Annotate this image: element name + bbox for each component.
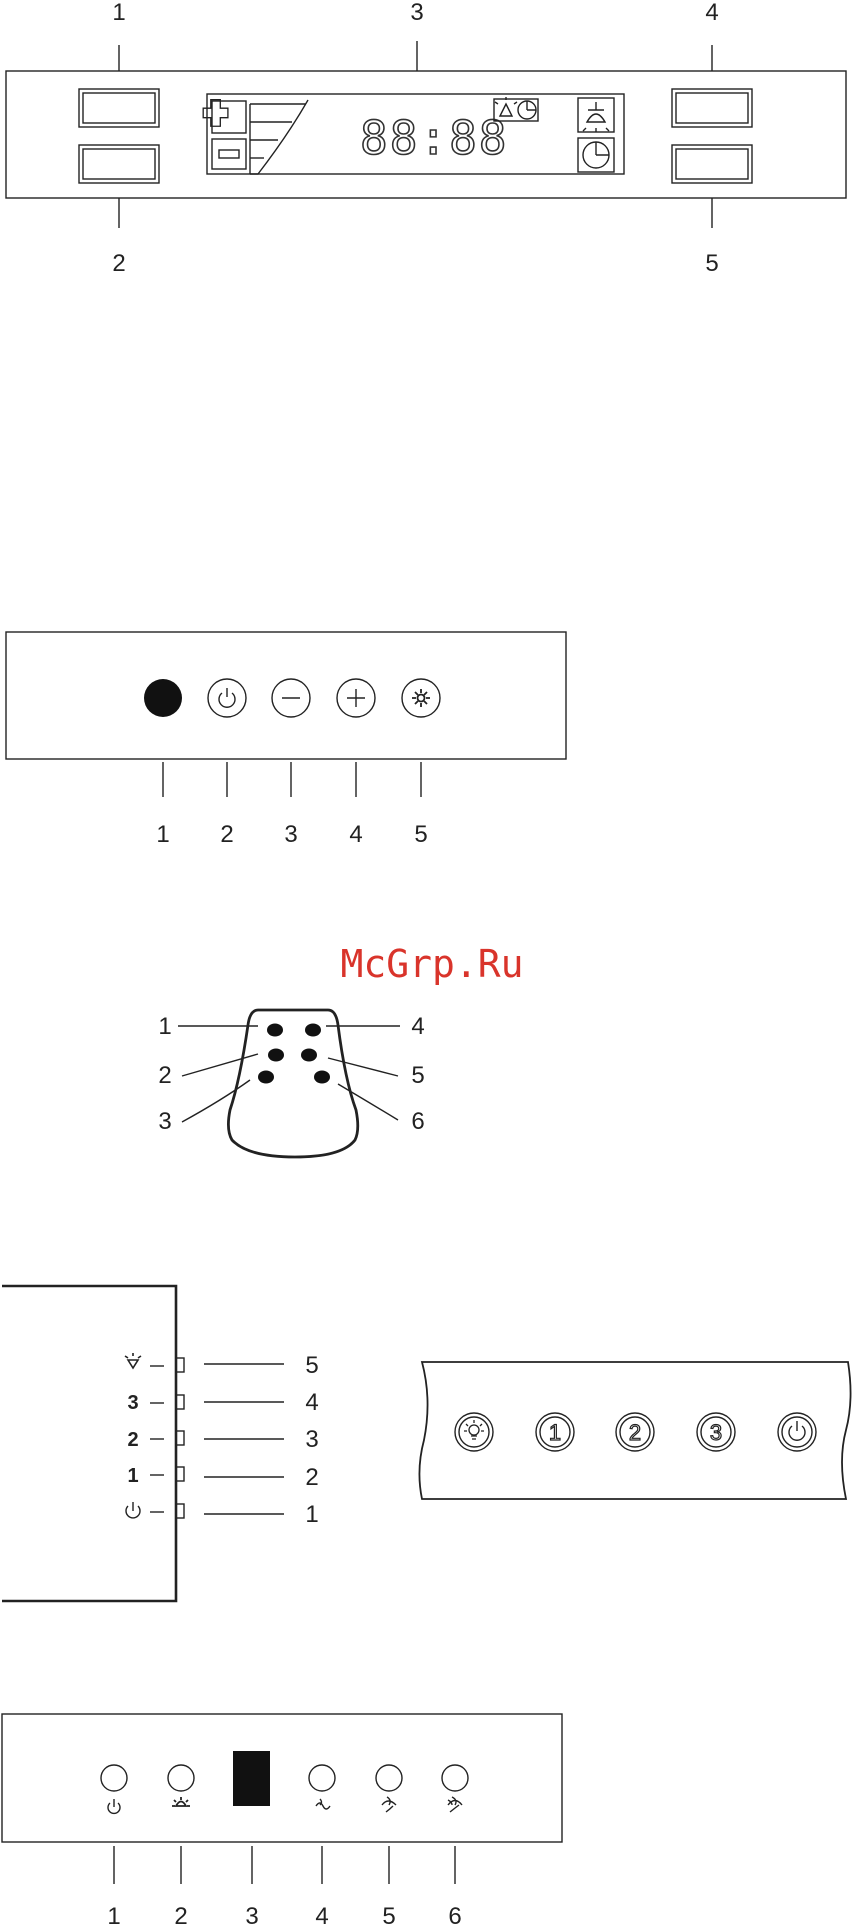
level-bars-icon <box>250 100 308 174</box>
callout-5: 5 <box>305 1352 318 1379</box>
display-window <box>233 1751 270 1806</box>
touch-speed-1-button[interactable]: 1 <box>536 1413 574 1451</box>
panel-round-frame <box>6 632 566 759</box>
callout-4: 4 <box>411 1013 424 1040</box>
remote-button-5[interactable] <box>301 1049 317 1062</box>
plus-icon <box>212 101 246 133</box>
callout-3: 3 <box>245 1903 258 1927</box>
callout-1: 1 <box>107 1903 120 1927</box>
callout-5: 5 <box>411 1062 424 1089</box>
watermark: McGrp.Ru <box>340 942 523 986</box>
callout-2: 2 <box>305 1464 318 1491</box>
panel-bottom-frame <box>2 1714 562 1842</box>
button-1[interactable] <box>79 89 159 127</box>
button-4[interactable] <box>672 89 752 127</box>
bulb-icon <box>464 1420 484 1439</box>
sun-icon <box>412 689 430 707</box>
remote-button-1[interactable] <box>267 1024 283 1037</box>
callout-2: 2 <box>174 1903 187 1927</box>
panel-touch-strip: 1 2 3 <box>419 1362 850 1499</box>
power-button[interactable] <box>101 1765 127 1813</box>
touch-light-button[interactable] <box>455 1413 493 1451</box>
side-label-2: 2 <box>127 1429 138 1451</box>
callout-2: 2 <box>158 1062 171 1089</box>
light-icon <box>125 1353 141 1368</box>
fan-medium-icon <box>382 1797 396 1812</box>
speed-1-label: 1 <box>549 1420 561 1445</box>
callout-5: 5 <box>382 1903 395 1927</box>
callout-1: 1 <box>112 0 125 26</box>
minus-icon <box>212 139 246 169</box>
touch-speed-2-button[interactable]: 2 <box>616 1413 654 1451</box>
panel-round-buttons: 1 2 3 4 5 <box>6 632 566 848</box>
fan-high-icon <box>448 1797 462 1812</box>
fan-speed-3-button[interactable] <box>442 1765 468 1812</box>
power-icon <box>126 1502 140 1518</box>
light-button[interactable] <box>168 1765 194 1806</box>
callout-1: 1 <box>305 1501 318 1528</box>
callout-3: 3 <box>305 1426 318 1453</box>
remote-button-2[interactable] <box>268 1049 284 1062</box>
side-panel-frame <box>2 1286 176 1601</box>
panel-lcd-control: 88:88 1 2 3 4 5 <box>6 0 846 277</box>
button-2[interactable] <box>79 145 159 183</box>
fan-speed-2-button[interactable] <box>376 1765 402 1812</box>
fan-speed-1-button[interactable] <box>309 1765 335 1809</box>
minus-button[interactable] <box>272 679 310 717</box>
plus-icon <box>347 689 365 707</box>
speed-3-label: 3 <box>710 1420 722 1445</box>
panel-bottom-controls: 1 2 3 4 5 6 <box>2 1714 562 1927</box>
callout-3: 3 <box>158 1108 171 1135</box>
remote-control: 1 2 3 4 5 6 <box>158 1010 424 1157</box>
callout-3: 3 <box>410 0 423 26</box>
power-button[interactable] <box>208 679 246 717</box>
callout-6: 6 <box>448 1903 461 1927</box>
callout-1: 1 <box>158 1013 171 1040</box>
fan-low-icon <box>316 1799 330 1809</box>
callout-4: 4 <box>349 821 362 848</box>
remote-button-4[interactable] <box>305 1024 321 1037</box>
button-5[interactable] <box>672 145 752 183</box>
side-label-3: 3 <box>127 1392 138 1414</box>
power-icon <box>789 1421 805 1440</box>
callout-3: 3 <box>284 821 297 848</box>
callout-1: 1 <box>156 821 169 848</box>
side-label-1: 1 <box>127 1465 138 1487</box>
panel-side-switches: 3 2 1 5 4 3 2 1 <box>2 1286 319 1601</box>
speed-2-label: 2 <box>629 1420 641 1445</box>
touch-power-button[interactable] <box>778 1413 816 1451</box>
plus-button[interactable] <box>337 679 375 717</box>
touch-speed-3-button[interactable]: 3 <box>697 1413 735 1451</box>
callout-5: 5 <box>705 250 718 277</box>
callout-2: 2 <box>220 821 233 848</box>
callout-4: 4 <box>705 0 718 26</box>
callout-6: 6 <box>411 1108 424 1135</box>
callout-5: 5 <box>414 821 427 848</box>
callout-2: 2 <box>112 250 125 277</box>
indicator-light <box>144 679 182 717</box>
lcd-digits: 88:88 <box>360 111 508 165</box>
light-button[interactable] <box>402 679 440 717</box>
light-icon <box>172 1797 190 1806</box>
remote-button-3[interactable] <box>258 1071 274 1084</box>
callout-4: 4 <box>305 1389 318 1416</box>
callout-4: 4 <box>315 1903 328 1927</box>
remote-button-6[interactable] <box>314 1071 330 1084</box>
